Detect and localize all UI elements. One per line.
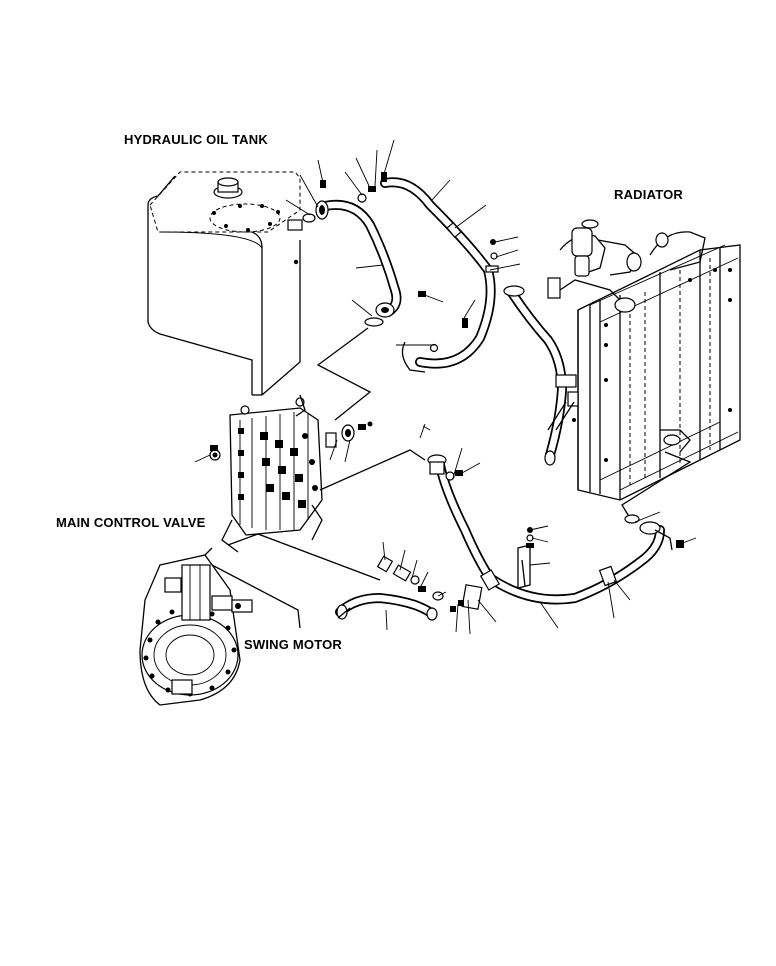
hydraulic-oil-tank-label: HYDRAULIC OIL TANK bbox=[124, 132, 268, 147]
leader-lines-valve bbox=[194, 423, 426, 463]
tank-to-valve-leader bbox=[316, 327, 372, 421]
radiator-bottom-leader bbox=[621, 451, 692, 519]
main-control-valve bbox=[209, 394, 373, 553]
radiator-label: RADIATOR bbox=[614, 187, 684, 202]
hydraulic-oil-tank bbox=[147, 171, 303, 396]
tank-return-hoses bbox=[302, 172, 499, 373]
valve-pipe-leader bbox=[227, 533, 381, 581]
leader-lines-lower bbox=[422, 425, 697, 635]
valve-lower-leader bbox=[211, 564, 301, 629]
oil-cooler-return-hose bbox=[427, 454, 684, 612]
radiator bbox=[547, 219, 741, 501]
main-control-valve-label: MAIN CONTROL VALVE bbox=[56, 515, 206, 530]
swing-motor bbox=[139, 547, 253, 706]
radiator-upper-pipe bbox=[503, 285, 579, 466]
valve-leader-box bbox=[319, 449, 426, 491]
swing-motor-drain-hose bbox=[335, 541, 447, 631]
swing-motor-label: SWING MOTOR bbox=[244, 637, 343, 652]
leader-lines-top bbox=[285, 139, 521, 346]
